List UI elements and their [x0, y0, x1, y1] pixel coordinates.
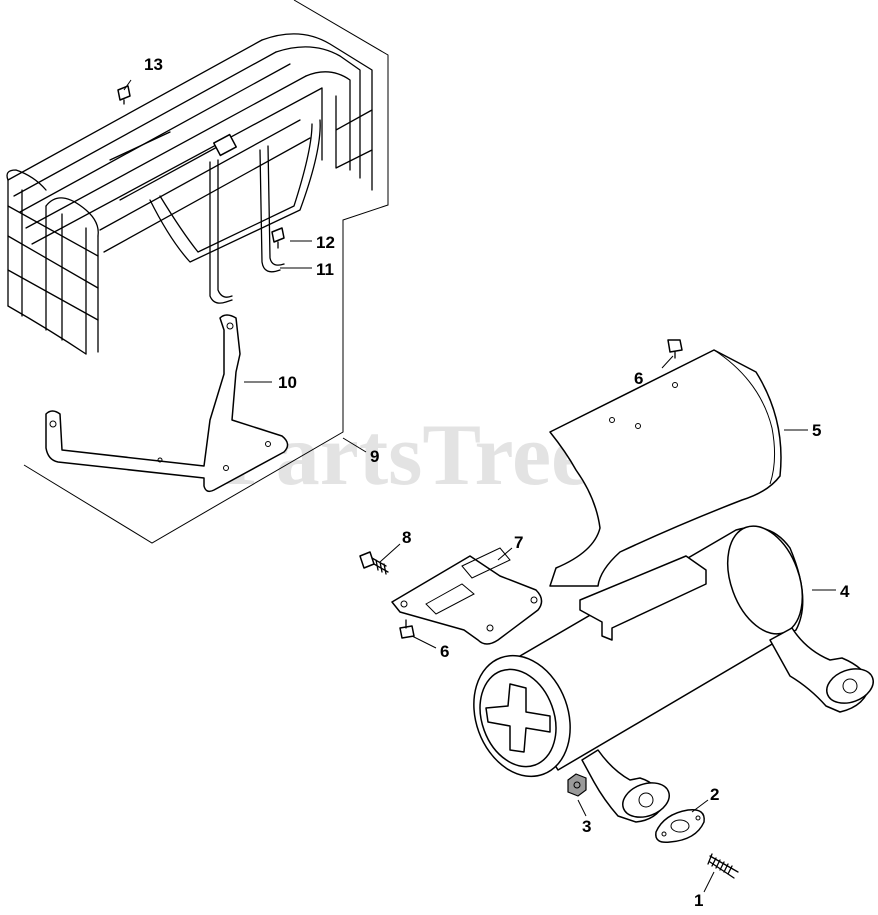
callout-12: 12: [316, 233, 335, 252]
watermark-text: PartsTree: [222, 407, 590, 504]
callout-11: 11: [316, 260, 334, 279]
callout-13: 13: [144, 55, 163, 74]
callout-9: 9: [370, 447, 379, 466]
gasket: [655, 809, 705, 844]
muffler: [473, 525, 874, 823]
callout-4: 4: [840, 582, 850, 601]
watermark: PartsTree TM: [222, 407, 650, 504]
guard-screw-12: [271, 227, 285, 249]
callout-6-upper: 6: [634, 369, 643, 388]
callout-10: 10: [278, 373, 297, 392]
leader-lines: [123, 79, 836, 893]
nut: [567, 773, 587, 797]
callout-7: 7: [514, 533, 523, 552]
guard-screw-13: [117, 85, 131, 105]
wire-guard: [6, 33, 373, 355]
stud: [707, 853, 739, 879]
bolt-8: [359, 551, 389, 575]
callouts: 13 12 11 10 9 6 5 4 7 8 6 3 2 1: [144, 55, 850, 910]
callout-2: 2: [710, 785, 719, 804]
callout-3: 3: [582, 817, 591, 836]
callout-6-lower: 6: [440, 642, 449, 661]
assembly-9-outline: [23, 0, 389, 544]
heat-shield: [549, 349, 782, 587]
guard-mounting-bracket: [45, 314, 289, 493]
callout-8: 8: [402, 528, 411, 547]
bolt-6-upper: [667, 339, 683, 359]
callout-5: 5: [812, 421, 821, 440]
bolt-6-lower: [399, 619, 415, 639]
muffler-bracket: [391, 547, 543, 645]
callout-1: 1: [694, 891, 703, 910]
